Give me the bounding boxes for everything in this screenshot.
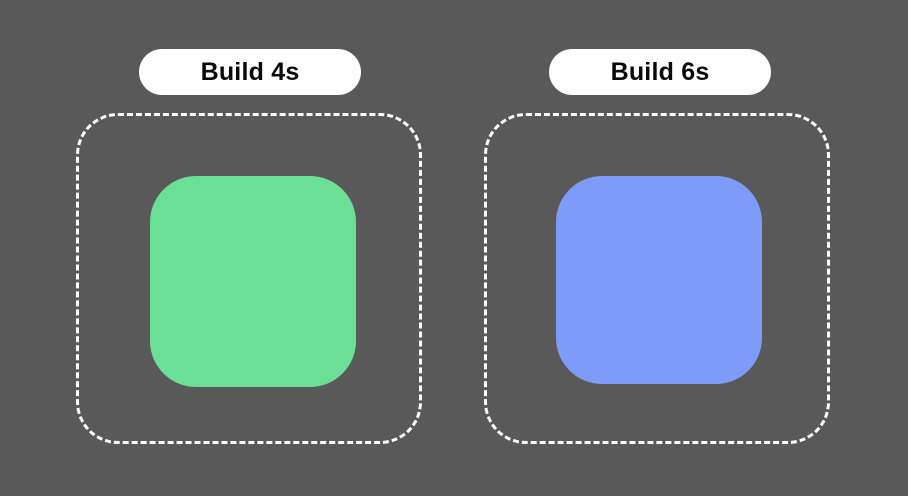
build-label-pill-1: Build 4s [139,49,361,95]
build-container-2 [484,113,830,444]
blue-swatch [556,176,762,384]
build-container-1 [76,113,422,444]
green-swatch [150,176,356,387]
build-label-text-1: Build 4s [200,57,300,86]
build-label-pill-2: Build 6s [549,49,771,95]
build-label-text-2: Build 6s [610,57,710,86]
